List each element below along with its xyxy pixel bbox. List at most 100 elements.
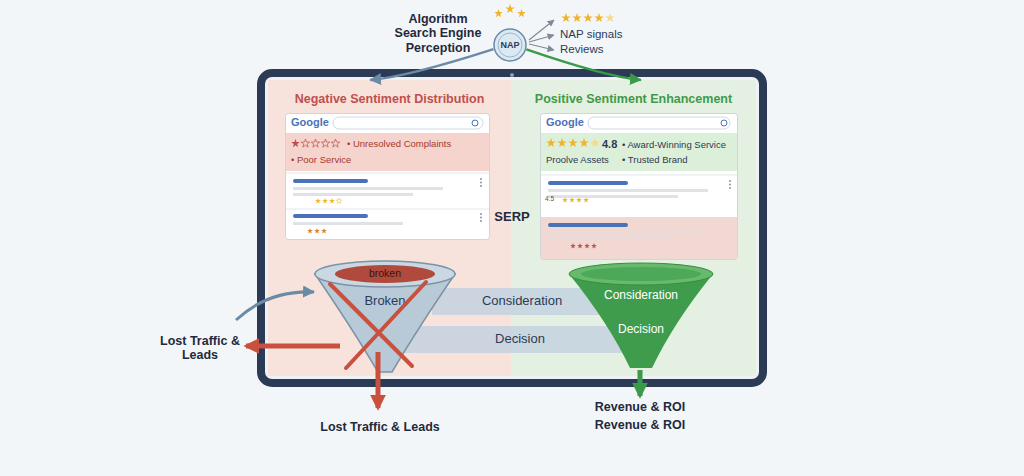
serp-card-outline (285, 113, 490, 240)
broken-funnel: brokenBroken (312, 258, 458, 378)
highlight-band (541, 133, 737, 171)
rating-star (336, 198, 342, 203)
band-label: Decision (400, 332, 640, 347)
result-title (293, 179, 368, 183)
rating-star (583, 197, 589, 202)
praise-item: Proolve Assets (546, 155, 622, 166)
badge-stars (494, 4, 526, 17)
stage-band: Decision (400, 326, 640, 353)
funnel-body (315, 274, 455, 372)
menu-dot (480, 220, 482, 222)
funnel-stage: Decision (581, 323, 701, 337)
panel-heading: Positive Sentiment Enhancement (511, 92, 756, 106)
outcome-label: Lost Traffic & Leads (158, 334, 242, 363)
result-line (293, 187, 443, 190)
rating-star (321, 228, 327, 233)
funnel-stage: Consideration (581, 289, 701, 303)
signal-label: Reviews (560, 43, 650, 56)
menu-dot (480, 185, 482, 187)
serp-card-outline (540, 113, 738, 260)
rating-star (291, 139, 300, 147)
divider (541, 175, 737, 176)
result-title (548, 181, 628, 185)
outcome-label: Revenue & ROI (560, 400, 720, 414)
card-bg (286, 114, 490, 240)
result-line (548, 237, 668, 240)
complaint-item: • Unresolved Complaints (347, 139, 489, 150)
divider (286, 173, 489, 174)
search-logo: Google (291, 116, 335, 129)
badge-label: NAP (493, 40, 527, 50)
outcome-label: Revenue & ROI (560, 418, 720, 432)
growth-funnel: ConsiderationDecision (568, 262, 714, 374)
badge-ring (494, 29, 526, 61)
serp-label: SERP (487, 210, 537, 225)
card-bg (541, 114, 738, 260)
funnel-rim (315, 261, 455, 287)
rating-star (301, 139, 310, 147)
rating-star (577, 243, 583, 248)
praise-item: • Trusted Brand (622, 155, 734, 166)
rating-star (591, 243, 597, 248)
rating-star (570, 243, 576, 248)
menu-dot (729, 180, 731, 182)
rating-star (546, 138, 556, 147)
result-line (548, 195, 678, 198)
rating-star (562, 197, 568, 202)
tablet-camera (510, 73, 514, 77)
result-line (548, 231, 698, 234)
funnel-opening (581, 267, 701, 281)
menu-dot (480, 178, 482, 180)
rating-star (569, 197, 575, 202)
search-bar (333, 117, 483, 129)
rating-star (579, 138, 589, 147)
serp-card: Google • Unresolved Complaints • Poor Serv… (285, 113, 490, 240)
tablet-bezel (261, 73, 763, 383)
nap-badge: NAP (493, 28, 527, 62)
rating-star (322, 198, 328, 203)
signal-arrows (529, 20, 554, 50)
serp-card: Google 4.8• Award-Winning ServiceProolve … (540, 113, 738, 260)
menu-dot (480, 213, 482, 215)
praise-item: • Award-Winning Service (622, 140, 738, 151)
menu-dot (729, 187, 731, 189)
result-title (293, 214, 368, 218)
search-bar (588, 117, 730, 129)
rating-value: 4.5 (545, 195, 563, 202)
funnel-rim-label: broken (345, 267, 425, 279)
panel-heading: Negative Sentiment Distribution (268, 92, 511, 106)
rating-star (315, 198, 321, 203)
menu-dot (480, 182, 482, 184)
rating-star (329, 198, 335, 203)
complaint-item: • Poor Service (291, 155, 431, 166)
result-line (548, 189, 708, 192)
rating-value: 4.8 (602, 138, 624, 151)
rating-star (321, 139, 330, 147)
rating-star (314, 228, 320, 233)
funnel-label: Broken (335, 294, 435, 309)
rating-star (311, 139, 320, 147)
rating-star (584, 243, 590, 248)
menu-dot (480, 217, 482, 219)
rating-star (590, 138, 600, 147)
menu-dot (729, 184, 731, 186)
divider (286, 209, 489, 210)
rating-star (568, 138, 578, 147)
rating-star (557, 138, 567, 147)
band-label: Consideration (432, 294, 612, 309)
result-line (293, 193, 413, 196)
funnel-body (569, 274, 713, 368)
signal-label: NAP signals (560, 28, 650, 41)
highlight-band (286, 133, 489, 171)
result-line (293, 222, 403, 225)
result-band (541, 217, 737, 259)
rating-star (331, 139, 340, 147)
funnel-opening (335, 265, 435, 283)
rating-star (576, 197, 582, 202)
growth-funnel-outline (568, 262, 714, 374)
outcome-label: Lost Traffic & Leads (295, 420, 465, 434)
result-title (548, 223, 628, 227)
rating-star (307, 228, 313, 233)
search-logo: Google (546, 116, 590, 129)
